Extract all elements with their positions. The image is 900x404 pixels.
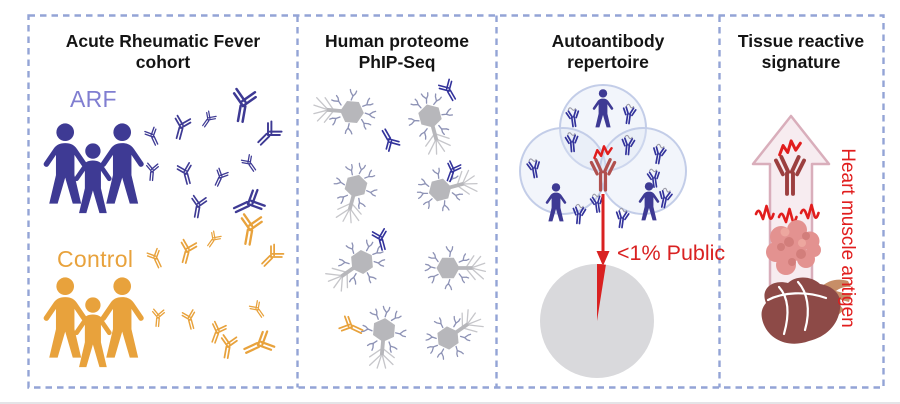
pie-chart — [540, 264, 654, 378]
person-icon — [43, 277, 87, 358]
antibody-icon — [175, 161, 197, 187]
pie-slice-public — [597, 264, 606, 321]
antibody-icon — [240, 329, 276, 361]
panel-title-phipseq: Human proteome PhIP-Seq — [325, 31, 469, 73]
panel-title-repertoire: Autoantibody repertoire — [551, 31, 665, 73]
arf-antibodies — [143, 87, 284, 221]
panel-repertoire-graphics — [519, 84, 687, 378]
antibody-icon — [229, 187, 267, 221]
antibody-icon — [180, 308, 200, 332]
phage-icon — [402, 88, 461, 159]
person-icon — [100, 123, 144, 204]
arf-family — [43, 123, 144, 214]
venn-circle — [599, 127, 687, 215]
person-icon — [43, 123, 87, 204]
panel-phipseq-graphics — [312, 78, 491, 371]
panel-title-cohort: Acute Rheumatic Fever cohort — [65, 31, 261, 73]
venn-diagram — [519, 84, 687, 215]
arrow-down — [596, 194, 610, 266]
phage-icon — [412, 159, 481, 216]
phage-icon — [312, 86, 378, 136]
control-group-label: Control — [57, 246, 134, 272]
panel-signature-graphics — [751, 114, 851, 344]
phage-icon — [358, 305, 408, 371]
antibody-icon — [150, 308, 166, 328]
control-antibodies — [145, 212, 286, 361]
antibody-icon — [145, 247, 167, 271]
muscle-tissue-icon — [766, 220, 821, 275]
antibody-icon — [337, 314, 367, 340]
antibody-icon — [144, 162, 160, 182]
heart-antigen-label: Heart muscle antigen — [837, 148, 858, 328]
panel-cohort-graphics — [43, 87, 286, 368]
arf-group-label: ARF — [70, 86, 117, 112]
antibody-icon — [203, 230, 223, 250]
public-percentage-label: <1% Public — [617, 241, 726, 265]
phage-icon — [425, 246, 485, 289]
panel-border — [27, 14, 885, 389]
antibody-icon — [236, 212, 264, 248]
heart-icon — [761, 277, 851, 344]
antibody-icon — [169, 114, 193, 142]
antibody-icon — [210, 167, 230, 189]
antibody-icon — [437, 78, 461, 104]
antibody-icon — [143, 126, 163, 148]
antibody-icon — [240, 153, 260, 175]
antibody-icon — [217, 333, 239, 361]
phage-icon — [417, 299, 491, 369]
antibody-icon — [256, 242, 286, 272]
phage-icon — [325, 158, 382, 227]
antibody-icon — [228, 87, 258, 125]
antibody-icon — [198, 110, 218, 130]
panel-title-signature: Tissue reactive signature — [737, 31, 865, 73]
person-icon — [100, 277, 144, 358]
antibody-icon — [370, 227, 392, 253]
antibody-icon — [252, 119, 284, 151]
antibody-icon — [376, 125, 402, 153]
antibody-icon — [175, 238, 199, 266]
antibody-icon — [188, 194, 208, 220]
control-family — [43, 277, 144, 368]
antibody-icon — [248, 299, 268, 321]
